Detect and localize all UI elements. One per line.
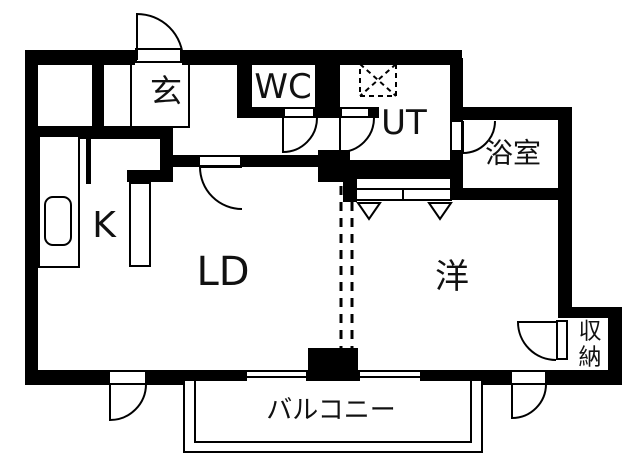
door-leaf-ld <box>198 155 242 167</box>
wall-bath-top <box>450 107 572 120</box>
washer-pan-icon <box>359 63 397 97</box>
closet-door-triangle-2 <box>427 202 453 221</box>
door-leaf-entrance <box>135 48 182 63</box>
room-label-ld: LD <box>196 249 250 295</box>
wall-wc-right-block <box>315 50 340 118</box>
room-label-wc: WC <box>254 67 312 108</box>
kitchen-divider-line <box>86 139 91 184</box>
door-leaf-wc <box>283 107 315 118</box>
kitchen-sink <box>44 196 72 246</box>
wall-ut-door-stub <box>370 107 379 118</box>
door-swing-wc-icon <box>282 117 318 154</box>
wall-bottom-pillar <box>308 348 358 385</box>
room-label-kitchen: K <box>92 205 116 247</box>
wall-bottom-5 <box>547 370 622 385</box>
washer-pan-cross-2 <box>359 63 397 97</box>
washer-pan-cross-1 <box>359 63 397 97</box>
door-swing-storage-icon <box>516 321 557 361</box>
balcony-inner-rail <box>194 381 472 443</box>
wall-storage-top <box>558 307 622 318</box>
room-label-balcony: バルコニー <box>266 395 396 426</box>
door-leaf-terrace-right <box>510 370 547 385</box>
closet-doors <box>355 177 452 201</box>
wall-right <box>558 107 572 318</box>
kitchen-partition-counter <box>129 182 151 267</box>
closet-door-triangle-1 <box>356 202 382 221</box>
wall-ld-door-left <box>173 155 198 167</box>
room-label-western: 洋 <box>435 257 469 298</box>
wall-left <box>25 50 38 385</box>
door-swing-ut-icon <box>339 117 375 154</box>
wall-ut-bottom <box>325 160 453 177</box>
room-label-ut: UT <box>381 103 427 144</box>
genkan-step <box>130 60 190 128</box>
door-leaf-bath <box>450 120 463 152</box>
wall-bottom-1 <box>25 370 108 385</box>
wall-ld-door-right <box>242 155 330 167</box>
door-leaf-terrace-left <box>108 370 147 385</box>
wall-closet-left-block <box>343 177 357 202</box>
wall-closet-tl-right <box>92 60 104 139</box>
wall-kitchen-stub <box>127 170 173 182</box>
wall-wc-bottom <box>237 107 283 118</box>
wall-storage-right <box>608 307 622 385</box>
wall-genkan-wc-divider <box>237 50 252 107</box>
door-leaf-storage <box>556 320 568 360</box>
room-label-storage: 収納 <box>578 318 602 371</box>
door-swing-terrace-left-icon <box>109 383 147 422</box>
wall-top-left <box>25 50 135 65</box>
wall-step-vertical <box>450 58 463 120</box>
door-leaf-ut <box>340 107 370 118</box>
room-label-genkan: 玄 <box>149 72 183 111</box>
room-label-bathroom: 浴室 <box>484 136 542 170</box>
wall-hall-vertical <box>160 128 173 182</box>
wall-bath-bottom <box>450 188 572 200</box>
door-swing-terrace-right-icon <box>511 383 547 420</box>
door-swing-ld-icon <box>198 166 243 210</box>
